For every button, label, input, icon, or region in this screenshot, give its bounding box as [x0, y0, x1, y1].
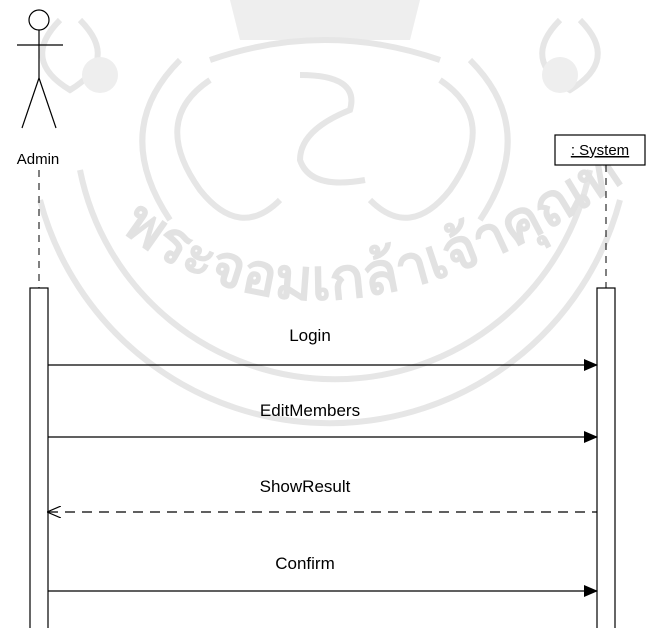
activation-bar-system [596, 287, 616, 633]
activation-bar-admin [29, 287, 49, 633]
actor-head-icon [28, 9, 50, 31]
object-box-system [554, 134, 646, 166]
message-label-confirm: Confirm [275, 554, 335, 573]
object-label: : System [571, 142, 629, 159]
message-label-editmembers: EditMembers [260, 401, 360, 420]
watermark-seal: พระจอมเกล้าเจ้าคุณทหาร [0, 0, 633, 427]
message-label-login: Login [289, 326, 331, 345]
message-label-showresult: ShowResult [260, 477, 351, 496]
actor-left-leg-icon [21, 77, 40, 129]
actor-label: Admin [17, 151, 60, 168]
actor-admin [17, 9, 63, 129]
actor-right-leg-icon [38, 77, 57, 129]
